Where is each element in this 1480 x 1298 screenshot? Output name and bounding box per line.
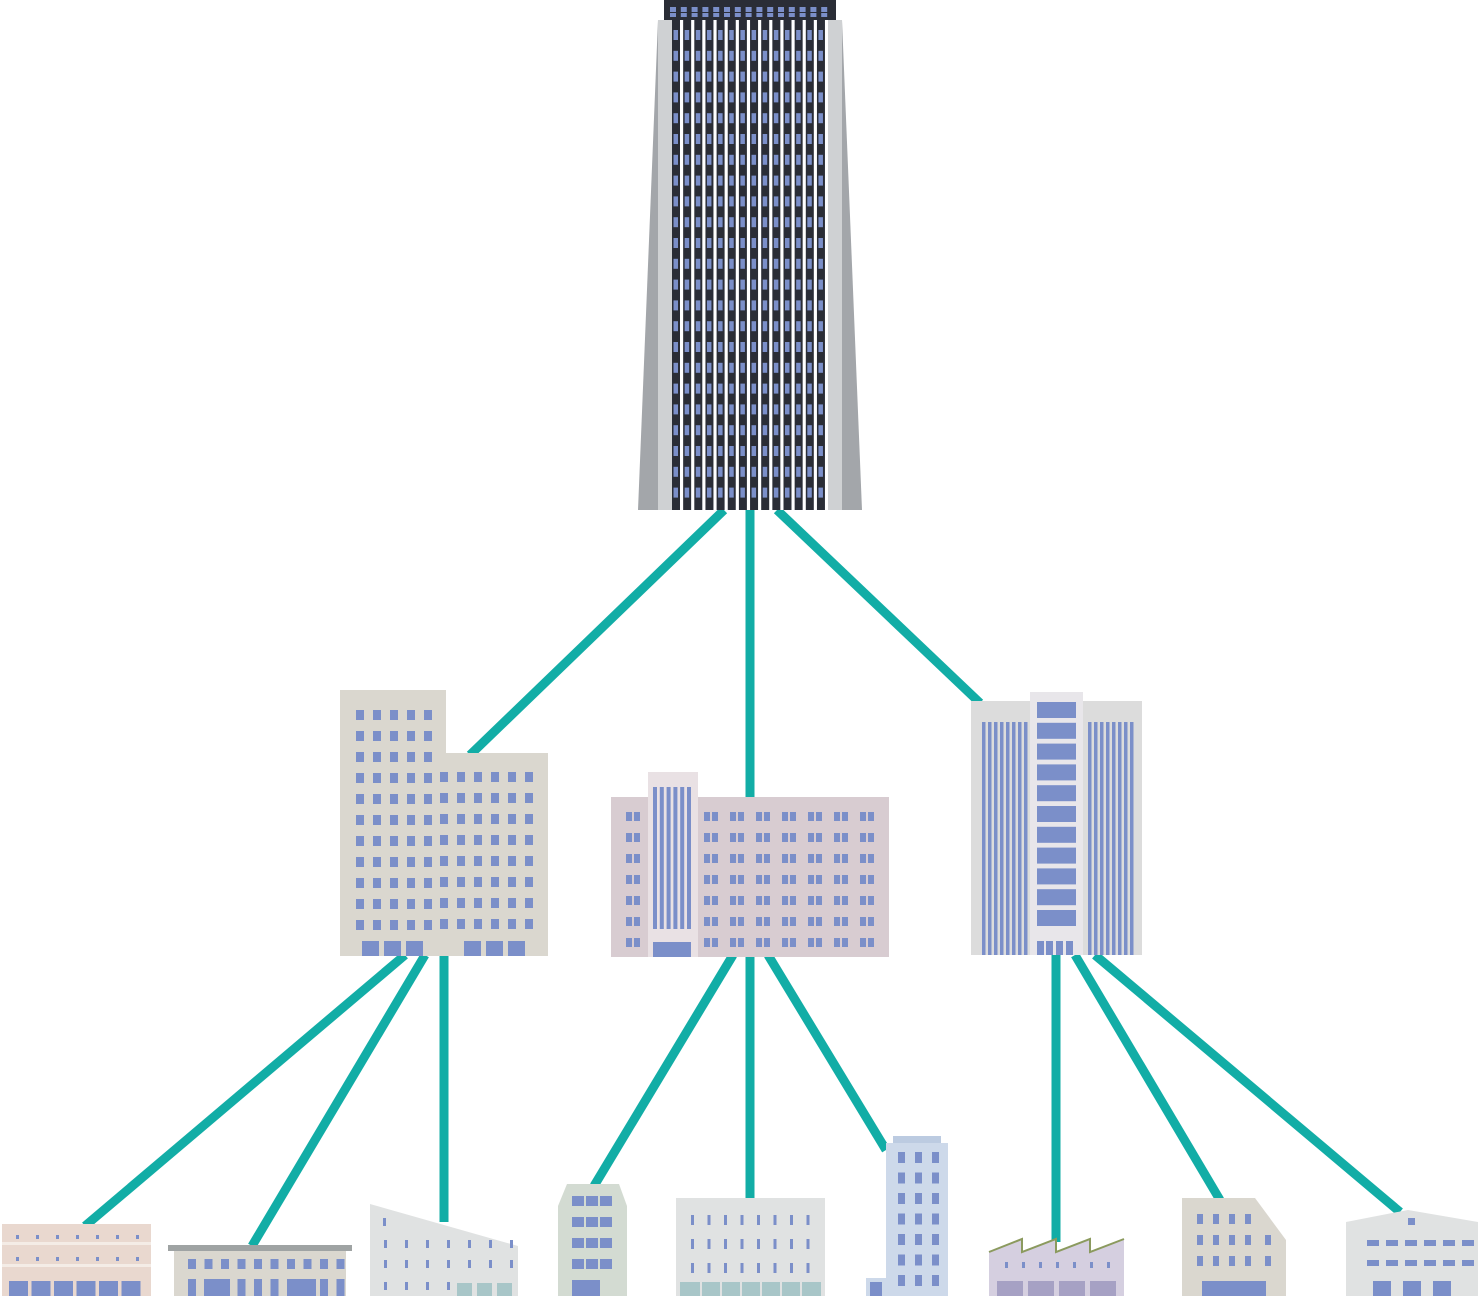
branch-factory-icon: [988, 1237, 1125, 1296]
connector-line: [773, 506, 984, 707]
connector-line: [466, 506, 728, 759]
branch-warehouse-icon: [1346, 1210, 1478, 1296]
branch-sloped-roof-building-icon: [370, 1204, 518, 1296]
headquarters-skyscraper-icon: [638, 0, 862, 510]
branch-angled-building-icon: [1182, 1198, 1286, 1296]
regional-office-complex-icon: [611, 772, 889, 957]
connector-line: [764, 952, 890, 1153]
connector-line: [248, 952, 429, 1249]
branch-flat-roof-building-icon: [168, 1245, 352, 1296]
connector-line: [590, 952, 737, 1189]
branch-slim-tower-icon: [866, 1136, 948, 1296]
connector-lines: [82, 506, 1403, 1249]
connector-line: [1071, 952, 1224, 1203]
branch-narrow-building-icon: [558, 1184, 627, 1296]
branch-low-building-icon: [2, 1224, 151, 1296]
regional-office-block-icon: [340, 690, 548, 956]
regional-glass-tower-icon: [971, 692, 1142, 955]
connector-line: [1092, 951, 1403, 1216]
connector-line: [82, 951, 408, 1230]
branch-shopfront-building-icon: [676, 1198, 825, 1296]
